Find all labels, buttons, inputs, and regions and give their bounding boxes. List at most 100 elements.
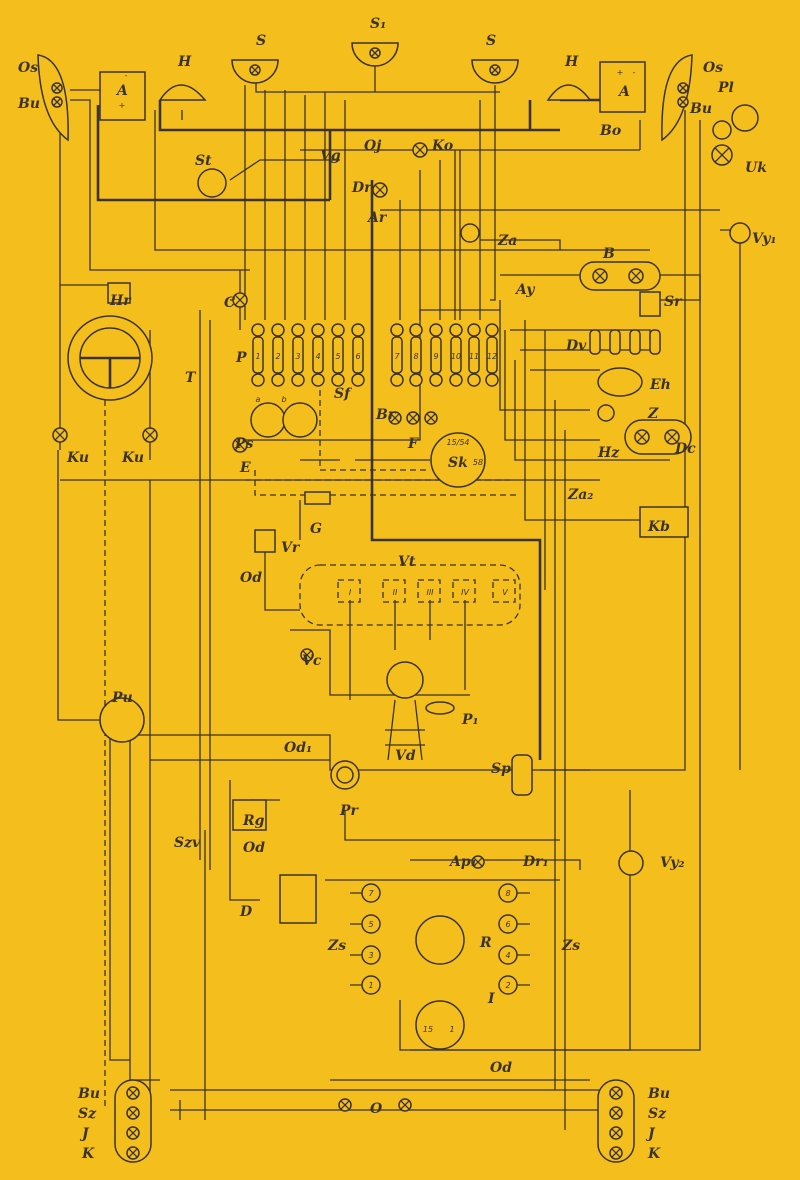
component-label: Hz: [597, 445, 620, 461]
light-switch-icon: [250, 402, 286, 438]
terminal-label: a: [256, 395, 261, 404]
spark-plug-number: 4: [505, 951, 510, 960]
terminal-label: 58: [473, 458, 483, 467]
side-light-icon: [661, 54, 693, 142]
cylinder-box: [492, 579, 516, 603]
component-label: Hr: [109, 293, 132, 309]
spark-plug-number: 3: [368, 951, 373, 960]
z-icon: [597, 404, 615, 422]
terminal-label: +: [119, 101, 126, 110]
diode-icon: [629, 329, 641, 355]
fuse-number: 11: [469, 352, 479, 361]
diode-icon: [609, 329, 621, 355]
component-label: J: [645, 1126, 656, 1142]
terminal-label: 15: [423, 1025, 433, 1034]
socket-icon: [460, 223, 480, 243]
inspection-lamp-icon: [711, 144, 733, 166]
component-label: Bu: [77, 1086, 100, 1102]
brake-lamp-icon: [579, 261, 661, 291]
lamp-icon: [51, 96, 63, 108]
horn-icon: [546, 84, 592, 101]
component-label: Dv: [565, 338, 587, 354]
connector-pin-icon: [609, 1106, 623, 1120]
component-label: S: [486, 33, 496, 49]
relay-sr-icon: [639, 291, 661, 317]
component-label: Sp: [491, 761, 511, 777]
component-label: Dr₁: [522, 854, 549, 870]
connector-icon: [712, 120, 732, 140]
component-label: Szv: [174, 835, 201, 851]
component-label: Vy₂: [660, 855, 685, 871]
component-label: T: [185, 370, 197, 386]
lamp-icon: [232, 292, 248, 308]
cylinder-box: [382, 579, 406, 603]
wires: [57, 55, 741, 1130]
connector-pin-icon: [126, 1146, 140, 1160]
component-label: K: [81, 1146, 95, 1162]
fuse-g-icon: [304, 491, 331, 505]
cylinder-number: I: [349, 588, 352, 597]
component-label: Vg: [320, 148, 341, 164]
component-label: Br: [375, 407, 397, 423]
component-label: Bu: [647, 1086, 670, 1102]
spark-plug-number: 5: [368, 920, 373, 929]
switch-pu-icon: [99, 697, 145, 743]
fuse-number: 7: [394, 352, 400, 361]
bulb-icon: [249, 64, 261, 76]
component-label: I: [487, 991, 495, 1007]
fuse: [331, 323, 345, 387]
regulator-rg-icon: [232, 799, 267, 831]
lamp-icon: [471, 855, 485, 869]
component-label: J: [79, 1126, 90, 1142]
component-label: Z: [647, 406, 659, 422]
terminal-label: 15/54: [446, 438, 469, 447]
component-label: Bu: [689, 101, 712, 117]
component-label: Kb: [647, 519, 670, 535]
distributor-shaft-icon: [385, 699, 425, 761]
diode-icon: [589, 329, 601, 355]
fuse-number: 3: [295, 352, 300, 361]
battery-icon: [599, 61, 646, 113]
component-label: Vd: [395, 748, 416, 764]
lamp-icon: [592, 268, 608, 284]
fuse-number: 9: [433, 352, 438, 361]
connector-pin-icon: [609, 1086, 623, 1100]
terminal-label: +: [617, 68, 624, 77]
lamp-vy1-icon: [729, 222, 751, 244]
distributor-cap-icon: [415, 915, 465, 965]
connector-pin-icon: [126, 1086, 140, 1100]
connector-pin-icon: [609, 1126, 623, 1140]
component-label: F: [407, 436, 419, 452]
terminal-label: -: [125, 71, 128, 80]
lamp-icon: [406, 411, 420, 425]
spark-plug-number: 6: [505, 920, 510, 929]
fuse-number: 2: [275, 352, 280, 361]
component-label: Uk: [745, 160, 767, 176]
component-label: Ku: [66, 450, 89, 466]
component-label: Oj: [364, 138, 381, 154]
plug-socket-icon: [731, 104, 759, 132]
component-label: Pu: [111, 690, 133, 706]
component-label: Ps: [234, 436, 254, 452]
component-label: Pl: [717, 80, 734, 96]
fuse: [449, 323, 463, 387]
connector-pin-icon: [126, 1106, 140, 1120]
component-label: Dr: [351, 180, 373, 196]
component-label: Od₁: [284, 740, 312, 756]
bulb-icon: [369, 47, 381, 59]
cylinder-number: V: [502, 588, 508, 597]
component-label: Od: [243, 840, 265, 856]
ignition-coil-icon: [511, 754, 533, 796]
fuse: [485, 323, 499, 387]
component-label: S: [256, 33, 266, 49]
component-label: Od: [490, 1060, 512, 1076]
lamp-icon: [677, 82, 689, 94]
fuse-number: 5: [335, 352, 340, 361]
component-label: Sk: [448, 455, 468, 471]
component-label: A: [617, 84, 630, 100]
lamp-e-icon: [232, 437, 248, 453]
lamp-icon: [388, 411, 402, 425]
components: [37, 42, 759, 1163]
lamp-vy2-icon: [618, 850, 644, 876]
ignition-coil-i-icon: [415, 1000, 465, 1050]
